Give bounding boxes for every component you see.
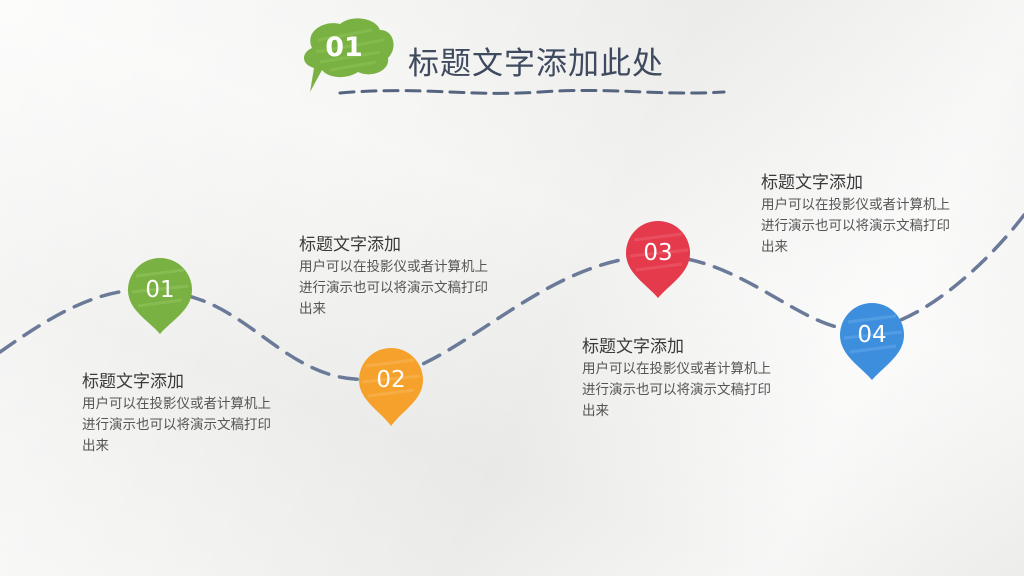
step-01-body: 用户可以在投影仪或者计算机上进行演示也可以将演示文稿打印出来 xyxy=(82,396,271,454)
heading-badge-icon xyxy=(304,18,394,92)
pin-number-02: 02 xyxy=(376,367,406,393)
pin-number-01: 01 xyxy=(145,277,175,303)
step-03-body: 用户可以在投影仪或者计算机上进行演示也可以将演示文稿打印出来 xyxy=(582,361,771,419)
heading-underline xyxy=(338,88,726,95)
step-04-title: 标题文字添加 xyxy=(761,173,863,193)
pin-02-icon xyxy=(359,348,423,426)
step-02-title: 标题文字添加 xyxy=(299,235,401,255)
page-title: 标题文字添加此处 xyxy=(408,46,664,82)
step-03-title: 标题文字添加 xyxy=(582,337,684,357)
pin-number-04: 04 xyxy=(857,322,887,348)
step-02-body: 用户可以在投影仪或者计算机上进行演示也可以将演示文稿打印出来 xyxy=(299,259,488,317)
pin-03-icon xyxy=(626,221,690,298)
pin-01-icon xyxy=(128,258,192,334)
pin-04-icon xyxy=(840,303,904,380)
step-01-title: 标题文字添加 xyxy=(82,372,184,392)
step-04-body: 用户可以在投影仪或者计算机上进行演示也可以将演示文稿打印出来 xyxy=(761,197,950,255)
pin-number-03: 03 xyxy=(643,240,673,266)
heading-badge-number: 01 xyxy=(325,32,363,63)
